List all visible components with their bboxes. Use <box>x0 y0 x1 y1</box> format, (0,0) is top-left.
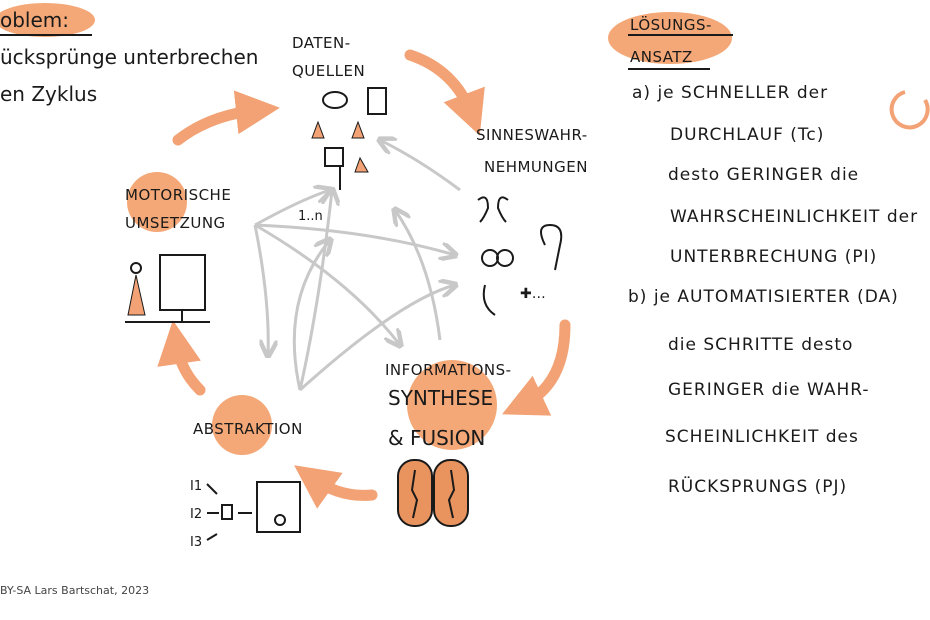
solution-heading-2: ANSATZ <box>630 48 693 66</box>
presenter-at-board-icon <box>125 254 210 323</box>
input-i3: I3 <box>190 535 202 550</box>
feedback-arrow <box>292 240 330 391</box>
node-motor: MOTORISCHE UMSETZUNG <box>125 172 231 323</box>
multiplicity-label: 1..n <box>298 209 323 224</box>
synthesis-highlight <box>407 360 497 450</box>
problem-section: oblem: ücksprünge unterbrechen en Zyklus <box>0 3 258 106</box>
senses-icon: ✚… <box>477 196 563 316</box>
brain-icon <box>397 459 469 527</box>
feedback-arrow <box>253 224 268 355</box>
people-talking-icon <box>311 87 387 139</box>
node-perception: SINNESWAHR- NEHMUNGEN ✚… <box>476 126 588 316</box>
feedback-arrows <box>253 140 461 392</box>
node-abstraction: ABSTRAKTION I1 I2 I3 <box>190 395 303 550</box>
feedback-arrow <box>395 210 442 341</box>
synthesis-label-1: INFORMATIONS- <box>385 361 512 379</box>
solution-line: RÜCKSPRUNGS (PJ) <box>668 475 847 497</box>
data-sources-label-1: DATEN- <box>292 34 351 52</box>
problem-line-1: ücksprünge unterbrechen <box>0 45 258 69</box>
feedback-arrow <box>254 223 400 345</box>
solution-line: a) je SCHNELLER der <box>632 83 828 103</box>
abstraction-label: ABSTRAKTION <box>193 420 303 438</box>
node-synthesis: INFORMATIONS- SYNTHESE & FUSION <box>385 360 512 527</box>
license-footer: BY-SA Lars Bartschat, 2023 <box>0 584 149 597</box>
solution-line: die SCHRITTE desto <box>668 335 853 355</box>
solution-line: WAHRSCHEINLICHKEIT der <box>670 207 918 227</box>
arrow-motor-to-sources <box>172 90 280 146</box>
solution-line: SCHEINLICHKEIT des <box>665 427 859 447</box>
feedback-arrow <box>380 140 461 192</box>
motor-label-2: UMSETZUNG <box>125 214 226 232</box>
arrow-synthesis-to-abstraction <box>294 465 378 509</box>
problem-line-2: en Zyklus <box>0 82 97 106</box>
solution-line: DURCHLAUF (Tc) <box>670 125 824 145</box>
feedback-arrow <box>298 190 332 391</box>
data-sources-label-2: QUELLEN <box>292 62 365 80</box>
solution-line: b) je AUTOMATISIERTER (DA) <box>628 287 899 307</box>
solution-line: desto GERINGER die <box>668 165 859 185</box>
problem-heading: oblem: <box>0 8 69 32</box>
cycle-icon <box>889 90 930 130</box>
arrow-sources-to-perception <box>404 49 485 136</box>
synthesis-label-3: & FUSION <box>388 426 485 450</box>
solution-section: LÖSUNGS- ANSATZ a) je SCHNELLER der DURC… <box>608 12 930 497</box>
abstraction-inputs: I1 I2 I3 <box>190 479 301 550</box>
perception-label-2: NEHMUNGEN <box>484 158 588 176</box>
perception-label-1: SINNESWAHR- <box>476 126 588 144</box>
arrow-abstraction-to-motor <box>157 320 206 396</box>
abstraction-highlight <box>212 395 272 455</box>
motor-label-1: MOTORISCHE <box>125 186 231 204</box>
model-board-icon <box>256 481 301 533</box>
motor-highlight <box>127 172 187 232</box>
svg-text:✚…: ✚… <box>520 286 546 302</box>
presenter-icon <box>324 147 369 190</box>
synthesis-label-2: SYNTHESE <box>388 386 493 410</box>
node-data-sources: DATEN- QUELLEN 1..n <box>292 34 387 224</box>
arrow-perception-to-synthesis <box>502 319 571 416</box>
input-i1: I1 <box>190 479 202 494</box>
problem-highlight <box>0 3 95 37</box>
feedback-arrow <box>254 223 455 255</box>
solution-highlight <box>608 12 732 64</box>
cycle-arrows <box>157 49 571 509</box>
solution-line: GERINGER die WAHR- <box>668 380 870 400</box>
input-i2: I2 <box>190 507 202 522</box>
feedback-arrow <box>298 285 455 392</box>
solution-heading-1: LÖSUNGS- <box>630 15 712 34</box>
solution-line: UNTERBRECHUNG (PI) <box>670 247 877 267</box>
